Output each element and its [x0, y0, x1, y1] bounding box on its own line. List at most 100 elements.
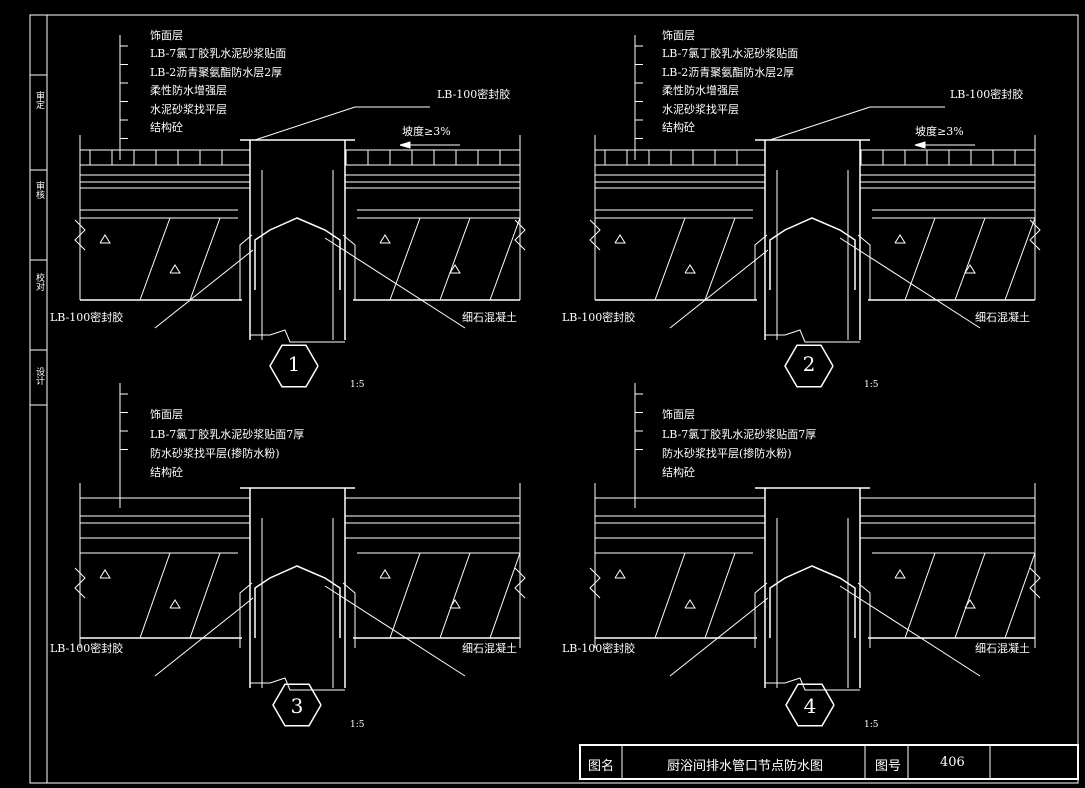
d1-sealant-bottom: LB-100密封胶 — [50, 311, 124, 324]
side-label-approve: 审定 — [34, 91, 44, 109]
d2-label-5: 结构砼 — [662, 121, 695, 134]
pipe-break-line — [765, 329, 860, 343]
d3-scale: 1:5 — [350, 720, 365, 730]
slab-hatch — [954, 552, 986, 639]
detail-number-hexagon-3 — [272, 683, 322, 727]
break-line-left — [74, 219, 86, 251]
slab-hatch — [654, 552, 686, 639]
slab-hatch — [654, 217, 686, 301]
concrete-aggregate-mark — [964, 264, 976, 274]
side-label-review: 审核 — [34, 181, 44, 199]
pipe-gasket — [769, 217, 856, 290]
leader-concrete — [839, 585, 981, 677]
slab-hatch — [389, 217, 421, 301]
concrete-aggregate-mark — [964, 599, 976, 609]
break-line-left — [589, 219, 601, 251]
d4-label-3: 结构砼 — [662, 466, 695, 479]
d4-scale: 1:5 — [864, 720, 879, 730]
title-block-number-label: 图号 — [875, 759, 902, 774]
d2-sealant-top: LB-100密封胶 — [950, 88, 1024, 101]
d3-label-3: 结构砼 — [150, 466, 183, 479]
slab-hatch — [904, 552, 936, 639]
title-block-border — [579, 744, 1079, 780]
drawing-frame — [29, 14, 1079, 784]
break-line-left — [589, 567, 601, 599]
d2-label-1: LB-7氯丁胶乳水泥砂浆贴面 — [662, 47, 799, 60]
d1-label-4: 水泥砂浆找平层 — [150, 103, 227, 116]
d2-label-2: LB-2沥青聚氨酯防水层2厚 — [662, 66, 795, 79]
concrete-aggregate-mark — [614, 569, 626, 579]
concrete-aggregate-mark — [894, 234, 906, 244]
leader-concrete — [324, 585, 466, 677]
d3-sealant-bottom: LB-100密封胶 — [50, 642, 124, 655]
leader-concrete — [324, 237, 466, 329]
break-line-right — [514, 219, 526, 251]
d2-label-4: 水泥砂浆找平层 — [662, 103, 739, 116]
leader-concrete — [839, 237, 981, 329]
leader-sealant-top — [769, 106, 871, 141]
d3-label-0: 饰面层 — [150, 408, 183, 421]
leader-sealant-bottom — [154, 249, 254, 329]
d1-label-2: LB-2沥青聚氨酯防水层2厚 — [150, 66, 283, 79]
d4-label-2: 防水砂浆找平层(掺防水粉) — [662, 447, 792, 460]
d3-label-2: 防水砂浆找平层(掺防水粉) — [150, 447, 280, 460]
concrete-aggregate-mark — [169, 599, 181, 609]
pipe-break-line — [250, 329, 345, 343]
break-line-right — [514, 567, 526, 599]
concrete-aggregate-mark — [684, 599, 696, 609]
slab-hatch — [1004, 217, 1036, 301]
pipe-break-line — [765, 677, 860, 691]
side-label-design: 设计 — [34, 367, 44, 385]
detail-number-hexagon-2 — [784, 344, 834, 388]
d1-slope: 坡度≥3% — [402, 125, 451, 138]
concrete-aggregate-mark — [99, 569, 111, 579]
title-block-number: 406 — [940, 755, 965, 770]
slab-hatch — [389, 552, 421, 639]
d4-sealant-bottom: LB-100密封胶 — [562, 642, 636, 655]
break-line-left — [74, 567, 86, 599]
d1-label-1: LB-7氯丁胶乳水泥砂浆贴面 — [150, 47, 287, 60]
sealant-collar-left — [754, 582, 768, 648]
concrete-aggregate-mark — [449, 264, 461, 274]
slab-hatch — [189, 552, 221, 639]
leader-sealant-bottom — [154, 597, 254, 677]
slab-hatch — [489, 217, 521, 301]
d1-label-3: 柔性防水增强层 — [150, 84, 227, 97]
slab-hatch — [704, 217, 736, 301]
d4-label-0: 饰面层 — [662, 408, 695, 421]
sealant-collar-left — [239, 234, 253, 300]
d4-concrete: 细石混凝土 — [975, 642, 1030, 655]
slab-hatch — [189, 217, 221, 301]
slab-hatch — [904, 217, 936, 301]
concrete-aggregate-mark — [684, 264, 696, 274]
d2-label-3: 柔性防水增强层 — [662, 84, 739, 97]
d2-slope: 坡度≥3% — [915, 125, 964, 138]
title-block-name: 厨浴间排水管口节点防水图 — [667, 759, 824, 774]
break-line-right — [1029, 219, 1041, 251]
d1-label-5: 结构砼 — [150, 121, 183, 134]
pipe-gasket — [769, 565, 856, 638]
d3-concrete: 细石混凝土 — [462, 642, 517, 655]
sealant-collar-right — [857, 582, 871, 648]
d1-sealant-top: LB-100密封胶 — [437, 88, 511, 101]
sealant-collar-left — [239, 582, 253, 648]
leader-sealant-bottom — [669, 249, 769, 329]
sealant-collar-right — [342, 234, 356, 300]
d2-scale: 1:5 — [864, 380, 879, 390]
side-label-check: 校对 — [34, 273, 44, 291]
pipe-gasket — [254, 217, 341, 290]
slab-hatch — [439, 217, 471, 301]
slab-hatch — [954, 217, 986, 301]
concrete-aggregate-mark — [379, 234, 391, 244]
d1-scale: 1:5 — [350, 380, 365, 390]
concrete-aggregate-mark — [99, 234, 111, 244]
slab-hatch — [139, 217, 171, 301]
concrete-aggregate-mark — [379, 569, 391, 579]
d2-sealant-bottom: LB-100密封胶 — [562, 311, 636, 324]
concrete-aggregate-mark — [894, 569, 906, 579]
pipe-gasket — [254, 565, 341, 638]
detail-number-hexagon-1 — [269, 344, 319, 388]
d3-number: 3 — [290, 694, 304, 718]
d2-label-0: 饰面层 — [662, 29, 695, 42]
